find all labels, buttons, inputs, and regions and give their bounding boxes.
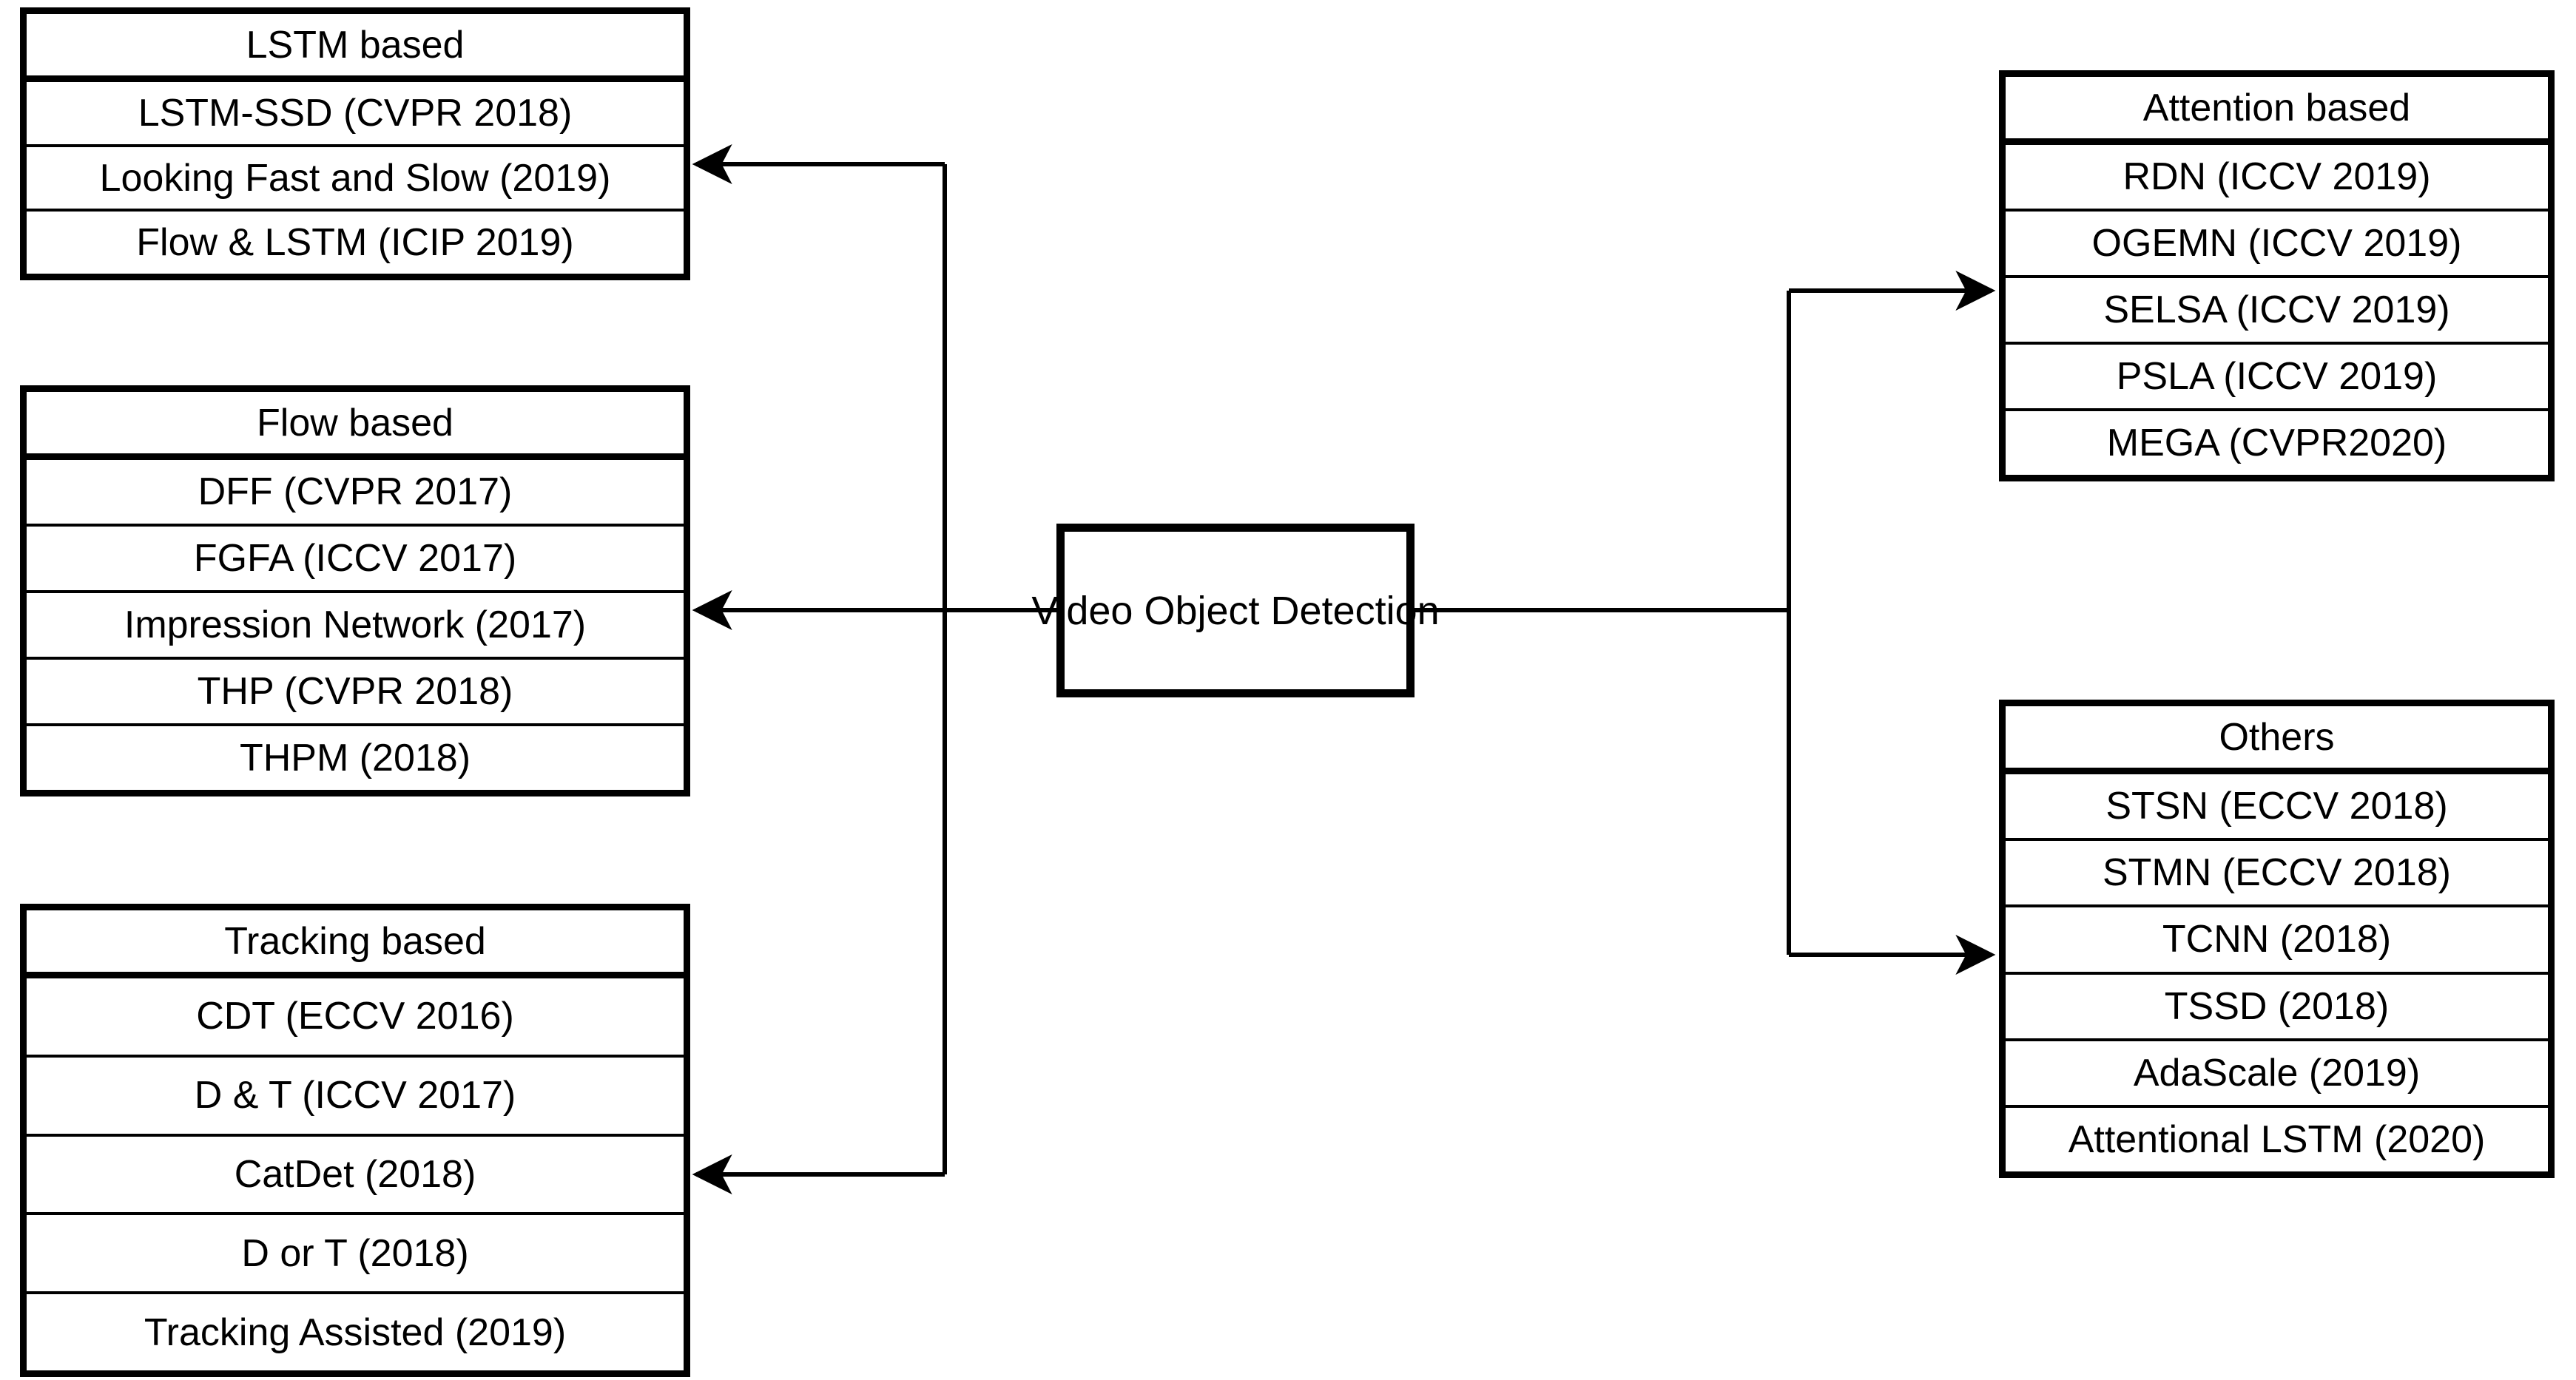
group-header-attention-based: Attention based [2006,77,2548,145]
list-item[interactable]: Impression Network (2017) [27,593,684,660]
list-item[interactable]: THPM (2018) [27,726,684,790]
list-item[interactable]: FGFA (ICCV 2017) [27,527,684,593]
list-item[interactable]: STMN (ECCV 2018) [2006,841,2548,908]
list-item-label: D & T (ICCV 2017) [194,1074,516,1117]
list-item-label: PSLA (ICCV 2019) [2116,355,2438,398]
list-item[interactable]: DFF (CVPR 2017) [27,460,684,527]
group-header-tracking-based: Tracking based [27,910,684,978]
root-node-video-object-detection[interactable]: Video Object Detection [1031,524,1440,697]
group-header-label: Others [2219,715,2335,759]
list-item-label: CDT (ECCV 2016) [196,995,514,1038]
list-item[interactable]: PSLA (ICCV 2019) [2006,345,2548,411]
list-item[interactable]: THP (CVPR 2018) [27,660,684,726]
list-item-label: Attentional LSTM (2020) [2068,1117,2486,1161]
list-item-label: Tracking Assisted (2019) [144,1310,567,1354]
list-item[interactable]: D or T (2018) [27,1215,684,1295]
list-item[interactable]: RDN (ICCV 2019) [2006,145,2548,212]
group-header-lstm-based: LSTM based [27,14,684,82]
group-header-others: Others [2006,706,2548,774]
list-item[interactable]: OGEMN (ICCV 2019) [2006,212,2548,278]
group-box-flow-based: Flow based DFF (CVPR 2017) FGFA (ICCV 20… [20,385,690,796]
list-item[interactable]: STSN (ECCV 2018) [2006,774,2548,842]
group-box-tracking-based: Tracking based CDT (ECCV 2016) D & T (IC… [20,904,690,1377]
list-item-label: TSSD (2018) [2164,984,2390,1028]
group-box-lstm-based: LSTM based LSTM-SSD (CVPR 2018) Looking … [20,7,690,280]
list-item-label: AdaScale (2019) [2133,1051,2421,1095]
group-box-others: Others STSN (ECCV 2018) STMN (ECCV 2018)… [1999,700,2555,1178]
list-item[interactable]: CDT (ECCV 2016) [27,978,684,1058]
list-item-label: Looking Fast and Slow (2019) [99,156,611,200]
list-item-label: DFF (CVPR 2017) [198,470,513,513]
list-item[interactable]: MEGA (CVPR2020) [2006,411,2548,475]
list-item-label: FGFA (ICCV 2017) [193,537,517,580]
group-header-label: Flow based [257,401,454,444]
list-item[interactable]: Tracking Assisted (2019) [27,1294,684,1370]
list-item-label: Impression Network (2017) [124,603,587,646]
list-item[interactable]: SELSA (ICCV 2019) [2006,278,2548,345]
group-box-attention-based: Attention based RDN (ICCV 2019) OGEMN (I… [1999,70,2555,481]
list-item-label: TCNN (2018) [2162,918,2392,961]
group-header-flow-based: Flow based [27,392,684,460]
list-item-label: STSN (ECCV 2018) [2105,785,2448,828]
root-node-label: Video Object Detection [1031,588,1440,633]
list-item-label: THPM (2018) [239,737,471,779]
list-item[interactable]: D & T (ICCV 2017) [27,1057,684,1137]
list-item-label: D or T (2018) [241,1231,469,1275]
list-item[interactable]: TSSD (2018) [2006,974,2548,1041]
list-item-label: THP (CVPR 2018) [197,670,513,713]
list-item-label: OGEMN (ICCV 2019) [2091,222,2462,265]
list-item-label: STMN (ECCV 2018) [2103,851,2451,895]
list-item[interactable]: Flow & LSTM (ICIP 2019) [27,212,684,274]
list-item[interactable]: Looking Fast and Slow (2019) [27,146,684,212]
list-item[interactable]: AdaScale (2019) [2006,1041,2548,1108]
list-item-label: MEGA (CVPR2020) [2106,422,2447,464]
list-item-label: RDN (ICCV 2019) [2122,155,2431,198]
list-item[interactable]: TCNN (2018) [2006,907,2548,975]
group-header-label: Attention based [2142,86,2411,129]
list-item[interactable]: CatDet (2018) [27,1136,684,1216]
list-item[interactable]: Attentional LSTM (2020) [2006,1107,2548,1172]
list-item[interactable]: LSTM-SSD (CVPR 2018) [27,82,684,147]
list-item-label: SELSA (ICCV 2019) [2103,288,2450,331]
group-header-label: Tracking based [224,919,486,963]
list-item-label: Flow & LSTM (ICIP 2019) [136,221,574,265]
list-item-label: CatDet (2018) [234,1152,476,1196]
list-item-label: LSTM-SSD (CVPR 2018) [138,91,573,135]
group-header-label: LSTM based [246,23,465,67]
